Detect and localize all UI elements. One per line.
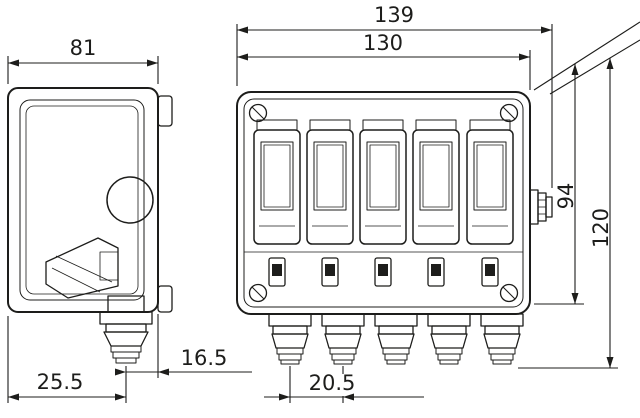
- module-4: [412, 119, 460, 245]
- front-inner-outline: [243, 98, 524, 308]
- status-window-4: [427, 257, 445, 287]
- dim-depth: 81: [7, 36, 159, 84]
- front-view: [236, 91, 553, 365]
- dim-overall-height-value: 120: [589, 208, 613, 248]
- mounting-tab-top: [157, 95, 173, 127]
- door-inner-outline: [25, 105, 139, 295]
- cable-gland-4: [427, 313, 471, 365]
- dim-overall-width: 139: [236, 3, 553, 188]
- cable-gland-side: [99, 295, 153, 364]
- cable-gland-5: [480, 313, 524, 365]
- cable-gland-3: [374, 313, 418, 365]
- knockout-circle: [106, 176, 154, 224]
- door-outline: [19, 99, 145, 301]
- dim-overall-width-value: 139: [374, 3, 414, 27]
- module-3: [359, 119, 407, 245]
- corner-screw-top-right: [499, 103, 519, 123]
- module-1: [253, 119, 301, 245]
- earthing-clamp: [45, 237, 119, 299]
- dim-gland-edge-offset-value: 16.5: [181, 346, 228, 370]
- side-view: [7, 87, 173, 364]
- module-2: [306, 119, 354, 245]
- dim-enclosure-width-value: 130: [363, 31, 403, 55]
- dim-body-height-value: 94: [554, 183, 578, 210]
- dim-gland-left-offset-value: 25.5: [37, 370, 84, 394]
- corner-screw-top-left: [248, 103, 268, 123]
- module-5: [466, 119, 514, 245]
- dim-body-height: 94: [533, 21, 640, 305]
- cable-gland-1: [268, 313, 312, 365]
- dim-gland-spacing-value: 20.5: [309, 371, 356, 395]
- cable-gland-2: [321, 313, 365, 365]
- status-window-5: [481, 257, 499, 287]
- status-window-1: [268, 257, 286, 287]
- side-connector: [529, 189, 553, 225]
- dim-overall-height: 120: [518, 39, 640, 369]
- dim-depth-value: 81: [70, 36, 97, 60]
- dim-gland-left-offset: 25.5: [7, 316, 126, 403]
- mounting-tab-bottom: [157, 285, 173, 313]
- enclosure-side-body: [7, 87, 159, 313]
- status-window-3: [374, 257, 392, 287]
- enclosure-front-body: [236, 91, 531, 315]
- status-window-2: [321, 257, 339, 287]
- corner-screw-bottom-left: [248, 283, 268, 303]
- dim-gland-spacing: 20.5: [264, 366, 424, 403]
- corner-screw-bottom-right: [499, 283, 519, 303]
- dim-enclosure-width: 130: [237, 31, 531, 90]
